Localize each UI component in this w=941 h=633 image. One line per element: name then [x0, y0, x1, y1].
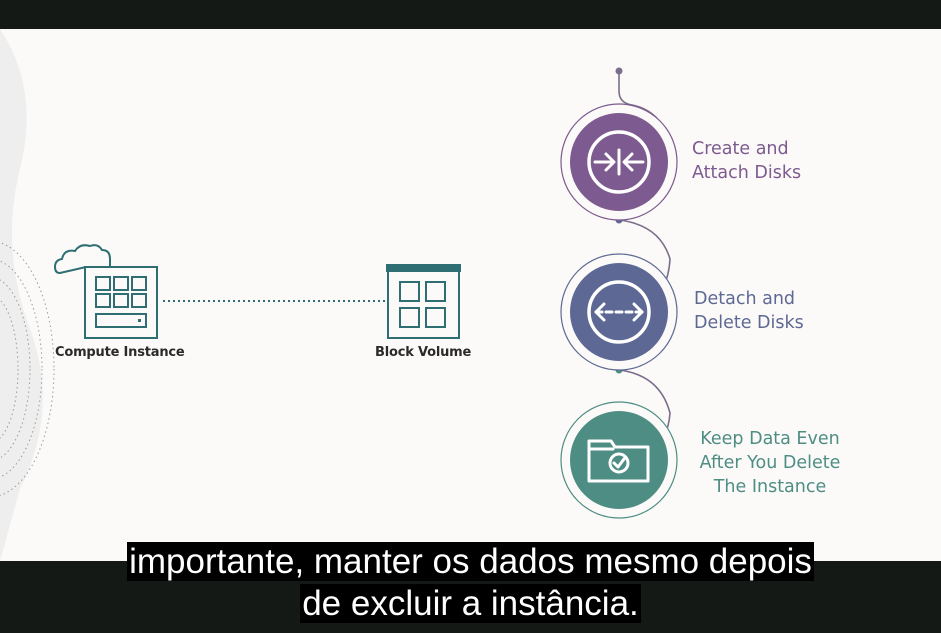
step-1-label: Create and Attach Disks — [692, 137, 801, 185]
timeline-start-dot — [615, 67, 623, 75]
top-letterbox — [0, 0, 941, 29]
step-2-circle — [560, 253, 678, 371]
step-1-line-1: Create and — [692, 139, 789, 159]
step-3-line-1: Keep Data Even — [700, 429, 840, 449]
subtitle-text-2: de excluir a instância. — [300, 584, 641, 623]
arrows-outward-icon — [594, 302, 644, 322]
subtitle-line-2: de excluir a instância. — [0, 584, 941, 624]
subtitle-text-1: importante, manter os dados mesmo depois — [127, 542, 814, 581]
folder-check-icon — [587, 439, 650, 483]
arrows-inward-icon — [593, 148, 645, 176]
step-3-label: Keep Data Even After You Delete The Inst… — [688, 427, 852, 499]
decorative-swirl — [0, 29, 55, 561]
step-2-label: Detach and Delete Disks — [694, 287, 804, 335]
step-2-line-1: Detach and — [694, 289, 796, 309]
step-3-line-3: The Instance — [713, 477, 827, 497]
block-volume-icon — [386, 264, 461, 339]
slide: Compute Instance Block Volume Create and… — [0, 29, 941, 561]
compute-instance-label: Compute Instance — [55, 345, 185, 360]
step-1-circle — [560, 103, 678, 221]
block-volume-label: Block Volume — [375, 345, 472, 360]
step-1-line-2: Attach Disks — [692, 163, 802, 183]
step-3-circle — [560, 401, 678, 519]
step-2-line-2: Delete Disks — [694, 313, 804, 333]
step-3-line-2: After You Delete — [699, 453, 841, 473]
diagram — [53, 67, 678, 519]
subtitle-line-1: importante, manter os dados mesmo depois — [0, 542, 941, 582]
compute-instance-icon — [53, 244, 158, 339]
